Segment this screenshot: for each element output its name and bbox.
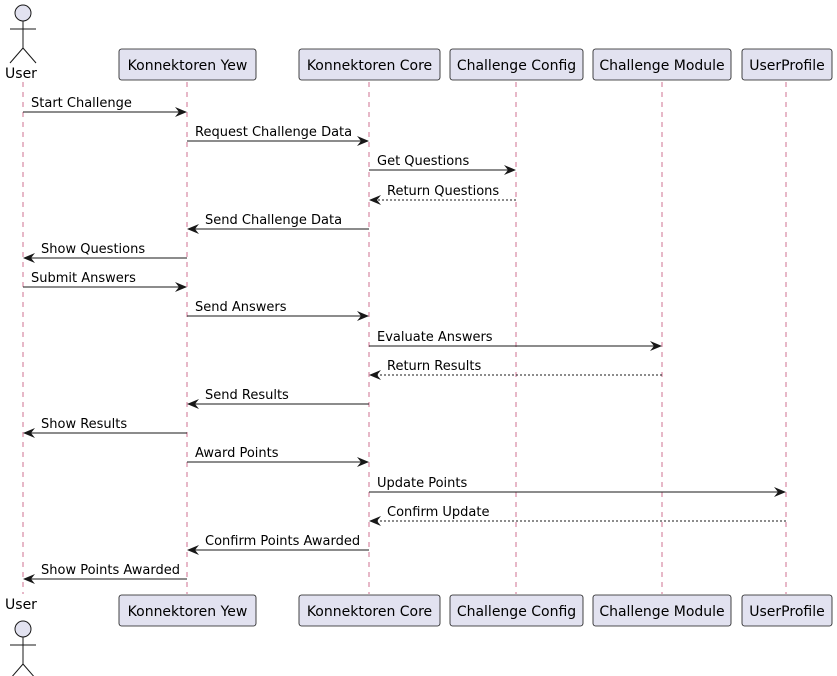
message-label: Request Challenge Data xyxy=(195,125,352,140)
participant-config-bottom: Challenge Config xyxy=(449,594,584,627)
message-6: Show Questions xyxy=(23,242,187,263)
message-label: Confirm Update xyxy=(387,505,489,520)
participant-label: Konnektoren Core xyxy=(307,604,432,620)
message-label: Return Questions xyxy=(387,184,499,199)
actor-bottom: User xyxy=(5,597,37,676)
participant-yew-top: Konnektoren Yew xyxy=(118,48,257,81)
message-label: Send Challenge Data xyxy=(205,213,342,228)
message-7: Submit Answers xyxy=(23,271,187,292)
message-14: Update Points xyxy=(369,476,786,497)
participant-label: Challenge Config xyxy=(457,604,576,620)
message-label: Show Results xyxy=(41,417,127,432)
message-2: Request Challenge Data xyxy=(187,125,369,146)
participant-config-top: Challenge Config xyxy=(449,48,584,81)
participant-core-top: Konnektoren Core xyxy=(298,48,441,81)
participant-label: UserProfile xyxy=(749,58,824,74)
message-label: Confirm Points Awarded xyxy=(205,534,360,549)
participant-label: Challenge Config xyxy=(457,58,576,74)
actor-figure-icon xyxy=(10,620,36,676)
participant-profile-bottom: UserProfile xyxy=(741,594,833,627)
participant-label: UserProfile xyxy=(749,604,824,620)
message-5: Send Challenge Data xyxy=(187,213,369,234)
message-label: Evaluate Answers xyxy=(377,330,493,345)
participants-bottom: User Konnektoren Yew Konnektoren Core Chall… xyxy=(5,594,833,676)
participant-module-bottom: Challenge Module xyxy=(592,594,732,627)
message-15: Confirm Update xyxy=(369,505,786,526)
participant-core-bottom: Konnektoren Core xyxy=(298,594,441,627)
message-12: Show Results xyxy=(23,417,187,438)
message-9: Evaluate Answers xyxy=(369,330,662,351)
message-label: Submit Answers xyxy=(31,271,136,286)
participant-label: Konnektoren Yew xyxy=(128,58,248,74)
message-label: Show Questions xyxy=(41,242,145,257)
message-label: Get Questions xyxy=(377,154,469,169)
message-label: Return Results xyxy=(387,359,481,374)
participant-module-top: Challenge Module xyxy=(592,48,732,81)
participant-label: Konnektoren Core xyxy=(307,58,432,74)
participant-profile-top: UserProfile xyxy=(741,48,833,81)
actor-label: User xyxy=(5,597,37,613)
message-label: Show Points Awarded xyxy=(41,563,180,578)
message-16: Confirm Points Awarded xyxy=(187,534,369,555)
message-1: Start Challenge xyxy=(23,96,187,117)
message-label: Send Results xyxy=(205,388,289,403)
actor-label: User xyxy=(5,66,37,82)
message-17: Show Points Awarded xyxy=(23,563,187,584)
participants-top: User Konnektoren Yew Konnektoren Core Chall… xyxy=(5,4,833,82)
actor-figure-icon xyxy=(9,4,37,64)
message-8: Send Answers xyxy=(187,300,369,321)
participant-label: Challenge Module xyxy=(599,58,724,74)
actor-top: User xyxy=(5,4,37,82)
message-label: Start Challenge xyxy=(31,96,132,111)
message-10: Return Results xyxy=(369,359,662,380)
participant-label: Challenge Module xyxy=(599,604,724,620)
message-11: Send Results xyxy=(187,388,369,409)
message-label: Award Points xyxy=(195,446,279,461)
message-label: Send Answers xyxy=(195,300,287,315)
participant-label: Konnektoren Yew xyxy=(128,604,248,620)
participant-yew-bottom: Konnektoren Yew xyxy=(118,594,257,627)
message-4: Return Questions xyxy=(369,184,516,205)
message-13: Award Points xyxy=(187,446,369,467)
message-3: Get Questions xyxy=(369,154,516,175)
message-label: Update Points xyxy=(377,476,467,491)
